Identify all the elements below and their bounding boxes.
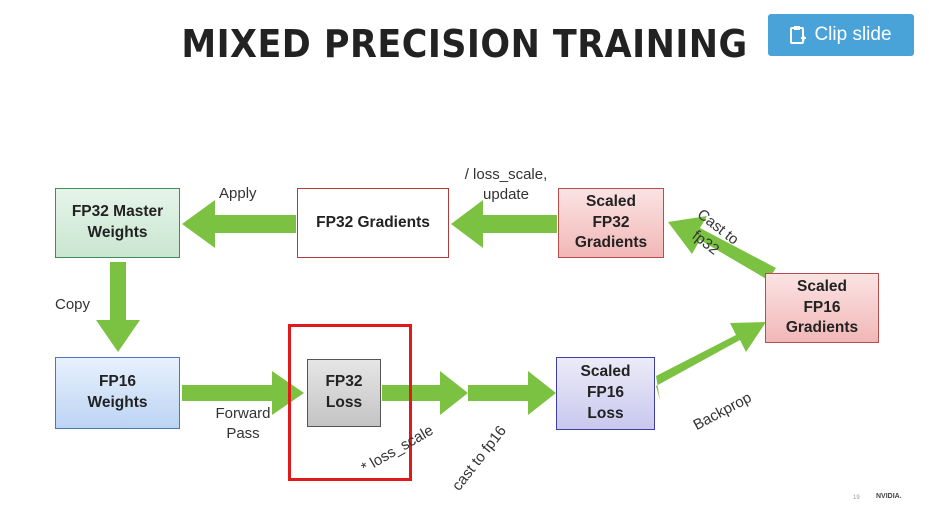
node-fp32-gradients: FP32 Gradients — [297, 188, 449, 258]
arrow-cast-to-fp16 — [468, 371, 556, 415]
clipboard-plus-icon — [790, 25, 807, 45]
edge-label-loss-scale-update: / loss_scale, update — [464, 166, 548, 203]
node-fp32-master-weights: FP32 Master Weights — [55, 188, 180, 258]
arrow-cast-to-fp32 — [668, 216, 776, 280]
nvidia-logo: NVIDIA. — [876, 493, 902, 500]
node-scaled-fp32-gradients: Scaled FP32 Gradients — [558, 188, 664, 258]
arrow-loss-scale-update — [451, 200, 557, 248]
arrow-forward-pass — [182, 371, 304, 415]
loss-highlight-box — [288, 324, 412, 481]
slide-title: MIXED PRECISION TRAINING — [181, 22, 748, 66]
clip-slide-button[interactable]: Clip slide — [768, 14, 914, 56]
arrow-copy — [96, 262, 140, 352]
node-scaled-fp16-gradients: Scaled FP16 Gradients — [765, 273, 879, 343]
slide-number: 19 — [853, 495, 860, 501]
edge-label-copy: Copy — [55, 296, 91, 313]
edge-label-apply: Apply — [219, 185, 257, 202]
node-scaled-fp16-loss: Scaled FP16 Loss — [556, 357, 655, 430]
node-fp16-weights: FP16 Weights — [55, 357, 180, 429]
node-fp32-loss: FP32 Loss — [307, 359, 381, 427]
edge-label-forward-pass: Forward Pass — [215, 405, 271, 442]
arrow-backprop — [656, 322, 766, 400]
arrow-loss-scale — [382, 371, 468, 415]
clip-slide-label: Clip slide — [814, 24, 892, 45]
arrow-apply — [182, 200, 296, 248]
